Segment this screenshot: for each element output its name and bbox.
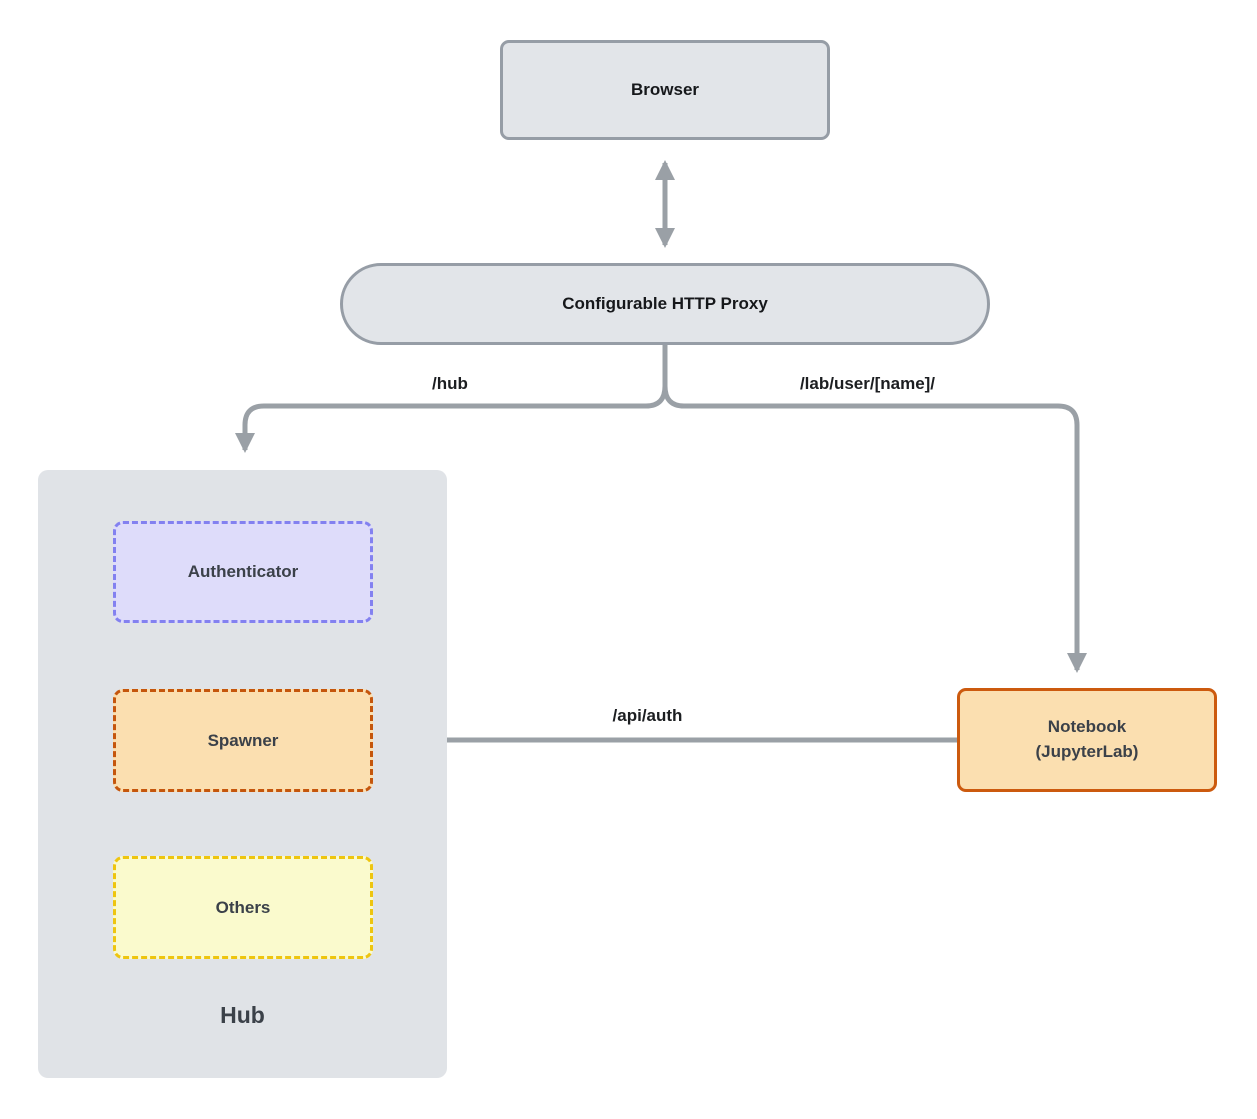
configurable-http-proxy-node: Configurable HTTP Proxy <box>340 263 990 345</box>
edge-label-hub-path: /hub <box>432 374 468 393</box>
hub-container-title: Hub <box>220 1002 265 1028</box>
edge-proxy-hub <box>235 385 668 453</box>
others-node: Others <box>113 856 373 959</box>
edge-label-lab-user-path: /lab/user/[name]/ <box>799 374 936 393</box>
authenticator-node: Authenticator <box>113 521 373 623</box>
spawner-node: Spawner <box>113 689 373 792</box>
edge-proxy-notebook <box>662 385 1087 673</box>
edge-label-api-auth-path: /api/auth <box>612 706 683 725</box>
notebook-jupyterlab-node: Notebook (JupyterLab) <box>957 688 1217 792</box>
browser-node: Browser <box>500 40 830 140</box>
